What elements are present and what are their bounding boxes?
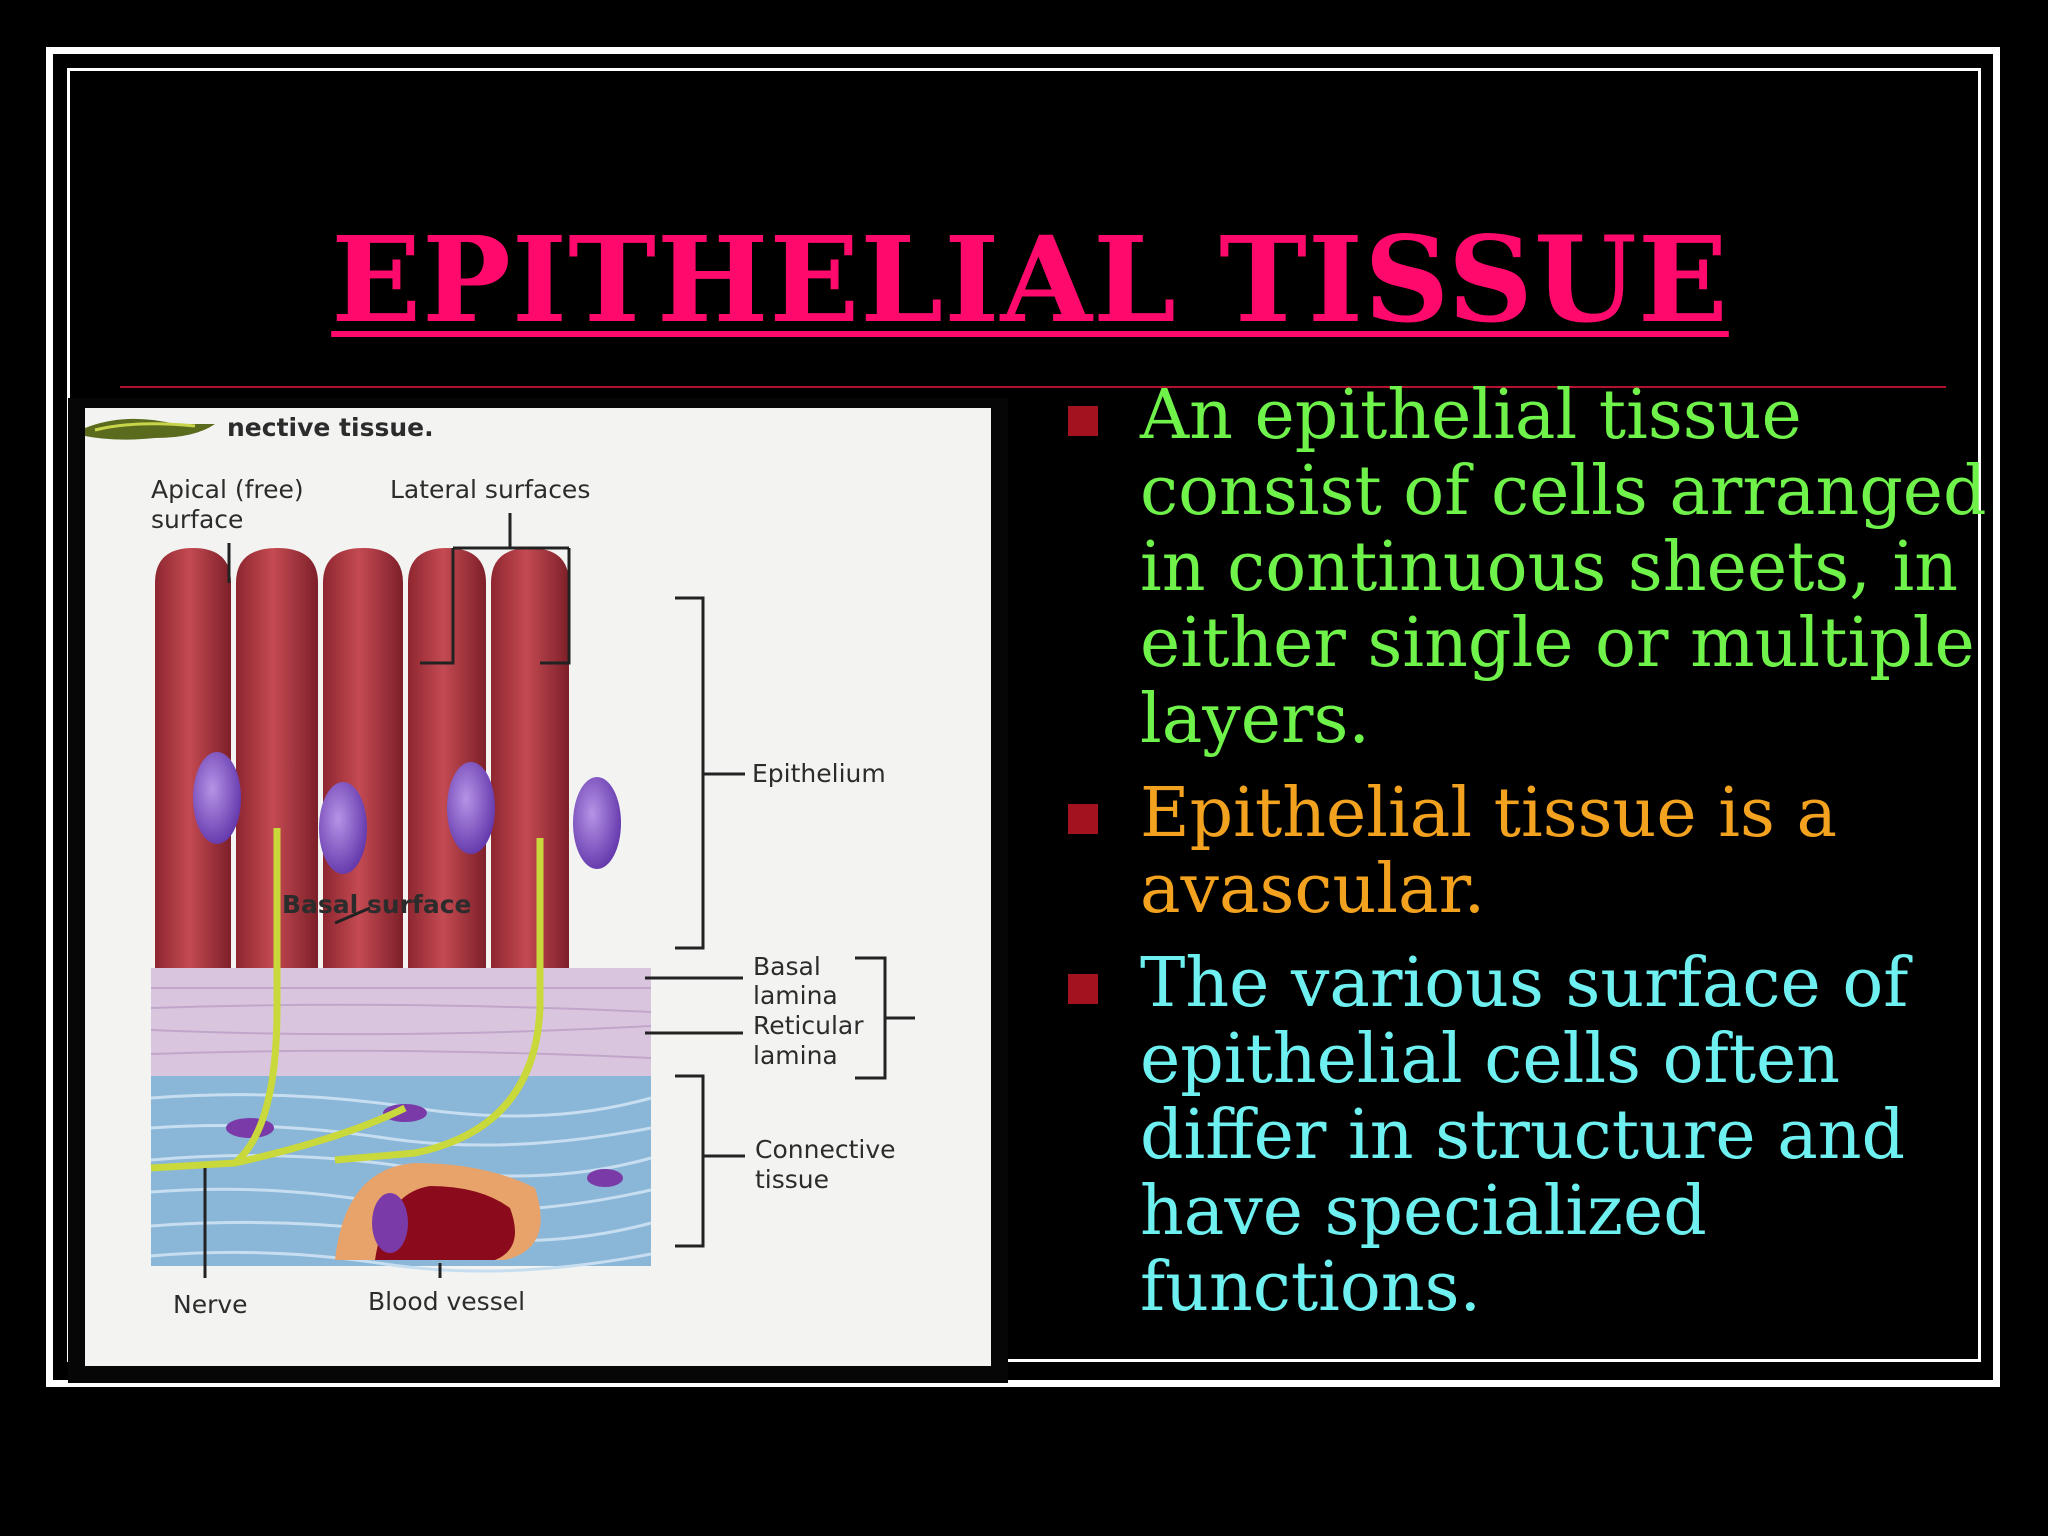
nerve-fibers xyxy=(150,828,544,1172)
label-epithelium: Epithelium xyxy=(752,759,886,788)
bullet-item: Epithelial tissue is a avascular. xyxy=(1060,776,2020,928)
blood-vessel-drawing xyxy=(335,1163,541,1260)
label-connective-1: Connective xyxy=(755,1135,896,1164)
epithelial-cell xyxy=(408,548,486,968)
epithelial-cell xyxy=(491,548,569,968)
label-nerve: Nerve xyxy=(173,1290,248,1319)
label-leaders xyxy=(203,513,915,1278)
nucleus xyxy=(319,782,367,874)
epithelial-cells xyxy=(155,548,569,968)
bullet-list: An epithelial tissue consist of cells ar… xyxy=(1060,378,2020,1344)
basement-membrane xyxy=(151,968,651,1076)
fibroblast-nucleus xyxy=(226,1118,274,1138)
label-reticular-2: lamina xyxy=(753,1041,838,1070)
square-bullet-icon xyxy=(1068,804,1098,834)
nucleus xyxy=(193,752,241,844)
title-divider xyxy=(120,386,1946,388)
label-reticular-1: Reticular xyxy=(753,1011,864,1040)
bullet-item: The various surface of epithelial cells … xyxy=(1060,946,2020,1326)
label-apical-2: surface xyxy=(151,505,243,534)
label-basal-2: lamina xyxy=(753,981,838,1010)
label-basal-surface: Basal surface xyxy=(282,890,471,919)
label-connective-2: tissue xyxy=(755,1165,829,1194)
nucleus xyxy=(573,777,621,869)
label-blood-vessel: Blood vessel xyxy=(368,1287,525,1316)
epithelial-cell xyxy=(155,548,231,968)
nucleus xyxy=(447,762,495,854)
slide-title: EPITHELIAL TISSUE xyxy=(331,210,1729,349)
label-apical-1: Apical (free) xyxy=(151,475,304,504)
slide-outer-border xyxy=(46,47,2000,1387)
label-lateral-surfaces: Lateral surfaces xyxy=(390,475,590,504)
fibroblast-nucleus xyxy=(383,1104,427,1122)
epithelial-cell xyxy=(236,548,318,968)
square-bullet-icon xyxy=(1068,974,1098,1004)
fibroblast-nucleus xyxy=(587,1169,623,1187)
square-bullet-icon xyxy=(1068,406,1098,436)
lamina-fibers xyxy=(150,987,652,1059)
epithelium-diagram-svg: nective tissue. xyxy=(85,413,915,1319)
figure-caption-fragment: nective tissue. xyxy=(227,413,434,442)
bullet-text: Epithelial tissue is a avascular. xyxy=(1140,774,1837,929)
bullet-text: An epithelial tissue consist of cells ar… xyxy=(1140,376,1987,759)
caption-leaf-icon xyxy=(85,418,215,440)
bullet-text: The various surface of epithelial cells … xyxy=(1140,944,1909,1327)
label-basal-1: Basal xyxy=(753,952,821,981)
epithelium-diagram: nective tissue. xyxy=(85,408,991,1366)
bullet-item: An epithelial tissue consist of cells ar… xyxy=(1060,378,2020,758)
cell-nuclei xyxy=(193,752,621,874)
